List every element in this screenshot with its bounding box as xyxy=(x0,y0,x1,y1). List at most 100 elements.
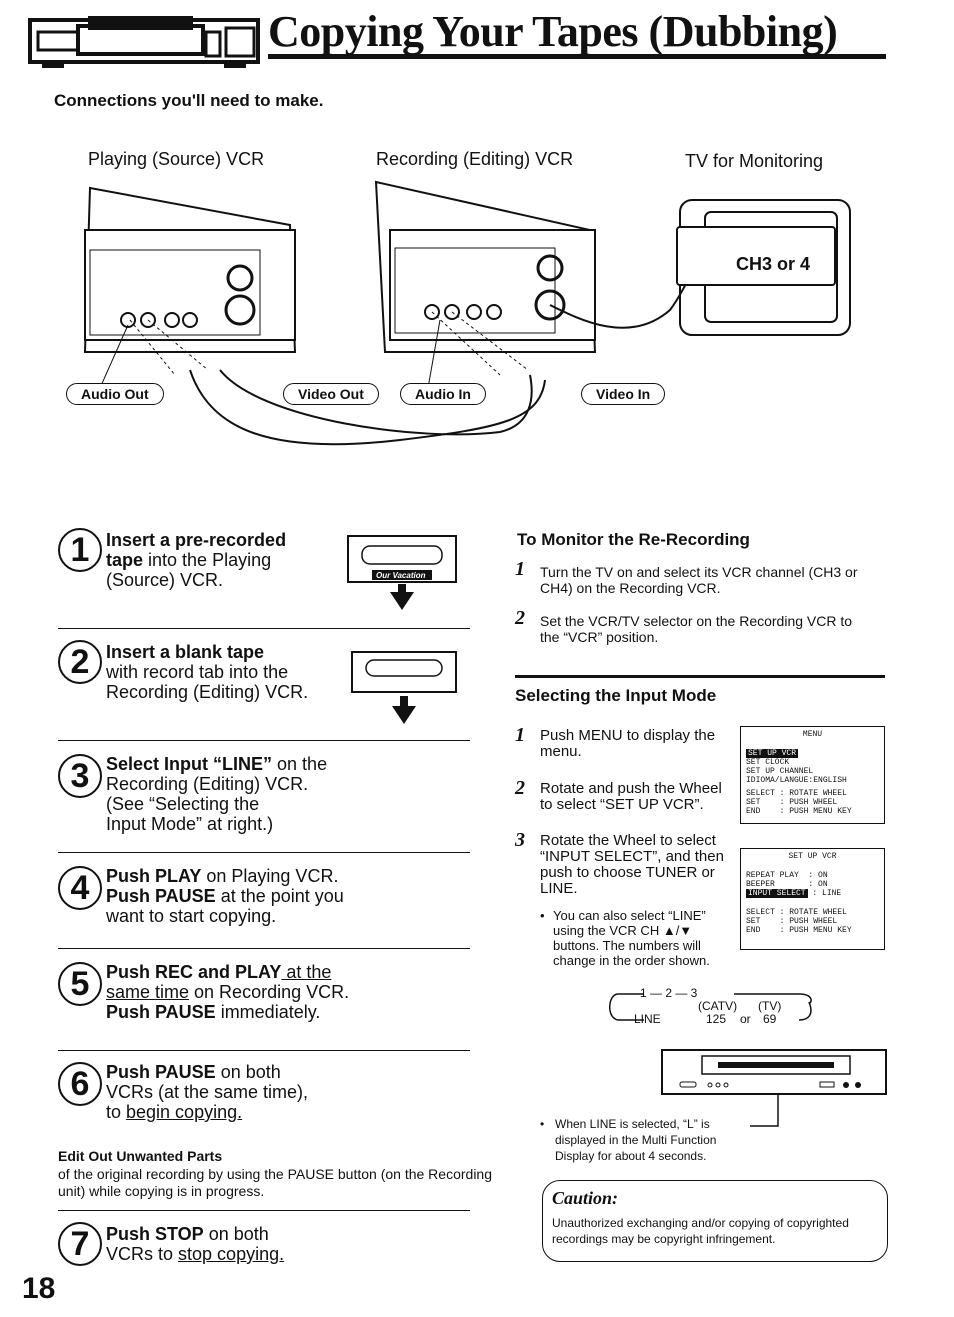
step-text-line: Input Mode” at right.) xyxy=(106,814,274,834)
step-number: 1 xyxy=(58,528,102,572)
cycle-tv: (TV) xyxy=(758,999,782,1013)
step-text-bold: Push PLAY xyxy=(106,866,202,886)
menu-highlight: SET UP VCR xyxy=(746,749,799,758)
input-item-text: Rotate the Wheel to select “INPUT SELECT… xyxy=(540,832,724,897)
menu-key: SET : PUSH WHEEL xyxy=(746,798,838,807)
step-text-bold: Select Input “LINE” xyxy=(106,754,273,774)
tv-label: TV for Monitoring xyxy=(685,151,824,171)
divider xyxy=(58,852,470,853)
vcr-header-icon xyxy=(28,16,260,68)
divider xyxy=(58,1210,470,1211)
step-text-line: on both xyxy=(215,1062,281,1082)
step-number: 3 xyxy=(58,754,102,798)
bullet-icon: • xyxy=(540,1117,545,1131)
menu-row: SET UP CHANNEL xyxy=(746,767,814,776)
audio-out-callout: Audio Out xyxy=(66,383,164,405)
step-text-line: on the xyxy=(272,754,328,774)
connections-heading: Connections you'll need to make. xyxy=(54,91,324,110)
step-text-line: on Recording VCR. xyxy=(189,982,350,1002)
recording-vcr-label: Recording (Editing) VCR xyxy=(376,149,574,169)
step-text-line: immediately. xyxy=(215,1002,321,1022)
menu-row: IDIOMA/LANGUE:ENGLISH xyxy=(746,776,847,785)
step-7: 7 Push STOP on both VCRs to stop copying… xyxy=(58,1222,478,1272)
tv-channel-text: CH3 or 4 xyxy=(736,254,811,274)
menu-screen-2: SET UP VCR REPEAT PLAY : ON BEEPER : ON … xyxy=(740,848,885,950)
vcr-front-illustration xyxy=(661,1049,887,1127)
step-text-line: VCRs (at the same time), xyxy=(106,1082,309,1102)
audio-in-callout: Audio In xyxy=(400,383,486,405)
step-text-underlined: at the xyxy=(281,962,332,982)
monitor-item-text: Turn the TV on and select its VCR channe… xyxy=(540,564,858,596)
input-item-number: 3 xyxy=(515,829,525,851)
tape-label: Our Vacation xyxy=(376,571,426,580)
step-text-bold: Push PAUSE xyxy=(106,886,216,906)
step-text-line: Recording (Editing) VCR. xyxy=(106,774,309,794)
monitor-item-number: 1 xyxy=(515,558,525,580)
step-text-line: Insert a pre-recorded xyxy=(106,530,287,550)
caution-box xyxy=(542,1180,888,1262)
step-text-line: to xyxy=(106,1102,127,1122)
cycle-or: or xyxy=(740,1012,751,1026)
monitor-item-text: Set the VCR/TV selector on the Recording… xyxy=(540,613,853,645)
menu-key: SELECT : ROTATE WHEEL xyxy=(746,908,847,917)
cycle-catv: (CATV) xyxy=(698,999,738,1013)
step-5: 5 Push REC and PLAY at the same time on … xyxy=(58,962,478,1042)
step-text-line: (See “Selecting the xyxy=(106,794,260,814)
menu-key: SELECT : ROTATE WHEEL xyxy=(746,789,847,798)
step-text-line: want to start copying. xyxy=(106,906,277,926)
step-3: 3 Select Input “LINE” on the Recording (… xyxy=(58,754,478,844)
menu-header: SET UP VCR xyxy=(788,852,837,861)
step-2: 2 Insert a blank tape with record tab in… xyxy=(58,640,478,720)
cycle-top: 1 — 2 — 3 xyxy=(640,986,698,1000)
step-text-underlined: stop copying. xyxy=(178,1244,285,1264)
step-text-bold: tape xyxy=(106,550,144,570)
menu-screen-1: MENU SET UP VCR SET CLOCK SET UP CHANNEL… xyxy=(740,726,885,824)
cycle-line: LINE xyxy=(634,1012,661,1026)
divider xyxy=(58,948,470,949)
divider xyxy=(58,628,470,629)
step-text-bold: Push PAUSE xyxy=(106,1062,216,1082)
line-note: When LINE is selected, “L” is displayed … xyxy=(555,1117,717,1163)
menu-key: SET : PUSH WHEEL xyxy=(746,917,838,926)
step-text-bold: Push REC and PLAY xyxy=(106,962,282,982)
video-in-callout: Video In xyxy=(581,383,666,405)
title-banner xyxy=(28,8,888,70)
step-text-bold: Push STOP xyxy=(106,1224,204,1244)
step-number: 2 xyxy=(58,640,102,684)
edit-out-heading: Edit Out Unwanted Parts xyxy=(58,1148,223,1164)
step-number: 5 xyxy=(58,962,102,1006)
input-mode-heading: Selecting the Input Mode xyxy=(515,686,717,705)
step-text-line: Insert a blank tape xyxy=(106,642,265,662)
cassette-insert-illustration xyxy=(351,651,457,724)
recording-vcr-illustration xyxy=(374,180,597,353)
menu-value: : LINE xyxy=(812,889,842,898)
video-out-callout: Video Out xyxy=(283,383,379,405)
menu-highlight: INPUT SELECT xyxy=(746,889,808,898)
step-text-underlined: same time xyxy=(106,982,190,1002)
menu-row: SET CLOCK xyxy=(746,758,790,767)
monitor-item-number: 2 xyxy=(515,607,525,629)
cycle-69: 69 xyxy=(763,1012,777,1026)
channel-cycle-diagram xyxy=(609,993,812,1021)
step-number: 6 xyxy=(58,1062,102,1106)
step-text-line: on both xyxy=(203,1224,269,1244)
input-bullet-text: You can also select “LINE” using the VCR… xyxy=(553,908,710,968)
connection-diagram xyxy=(83,180,851,446)
page-number: 18 xyxy=(22,1272,56,1305)
menu-key: END : PUSH MENU KEY xyxy=(746,926,852,935)
tv-screen xyxy=(676,226,836,286)
bullet-icon: • xyxy=(540,908,545,923)
input-item-text: Rotate and push the Wheel to select “SET… xyxy=(540,780,722,813)
monitor-heading: To Monitor the Re-Recording xyxy=(517,530,750,549)
page-title: Copying Your Tapes (Dubbing) xyxy=(268,7,838,56)
step-text-line: Recording (Editing) VCR. xyxy=(106,682,309,702)
step-4: 4 Push PLAY on Playing VCR. Push PAUSE a… xyxy=(58,866,478,936)
title-underline xyxy=(268,54,886,59)
step-text-line: into the Playing xyxy=(143,550,272,570)
step-text-line: on Playing VCR. xyxy=(201,866,339,886)
edit-out-text: of the original recording by using the P… xyxy=(58,1166,492,1199)
step-text-line: with record tab into the xyxy=(106,662,289,682)
step-text-line: VCRs to xyxy=(106,1244,179,1264)
playing-vcr-label: Playing (Source) VCR xyxy=(88,149,265,169)
menu-key: END : PUSH MENU KEY xyxy=(746,807,852,816)
